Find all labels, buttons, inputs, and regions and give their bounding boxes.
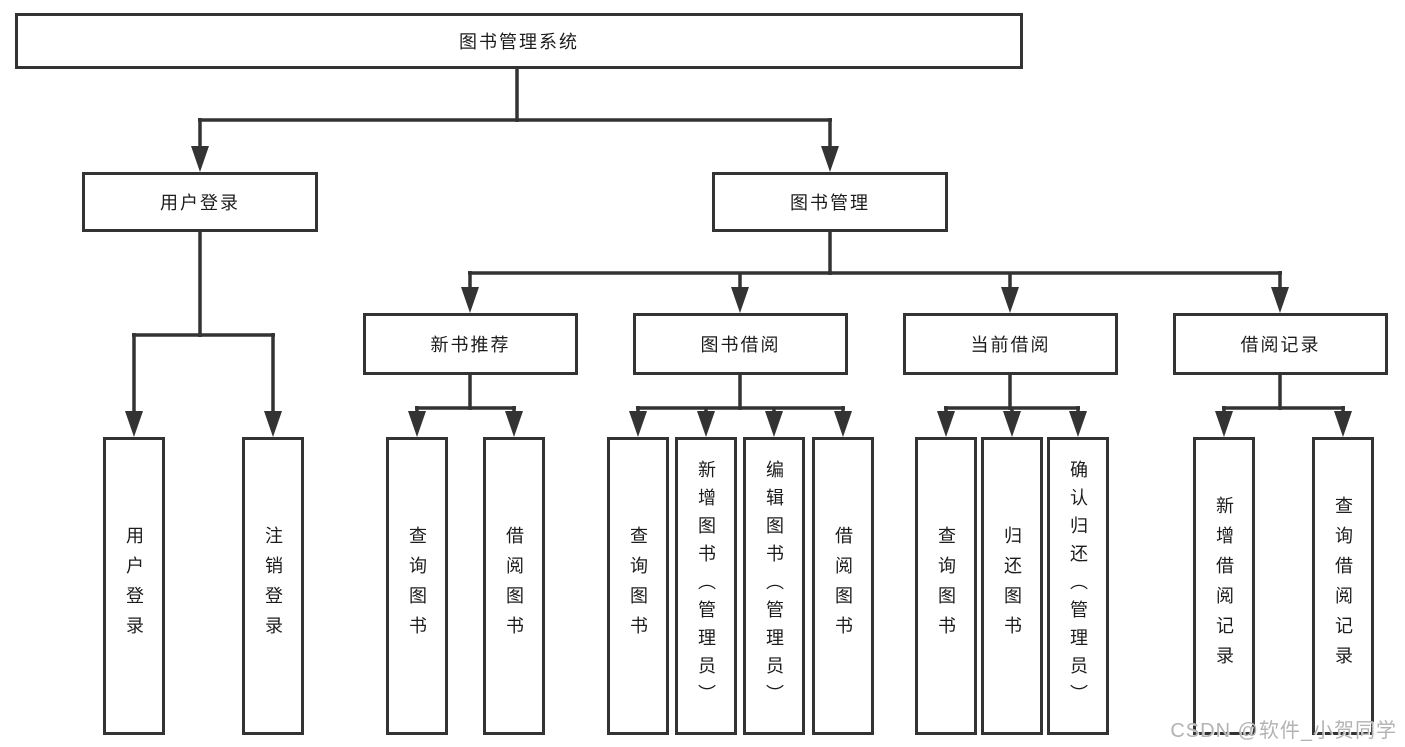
leaf-borrow-books-borrowing-label: 借阅图书 <box>833 526 853 646</box>
leaf-query-books-borrowing: 查询图书 <box>607 437 669 735</box>
node-user-login: 用户登录 <box>82 172 318 232</box>
leaf-add-borrow-record-label: 新增借阅记录 <box>1214 496 1234 676</box>
leaf-query-books-current: 查询图书 <box>915 437 977 735</box>
leaf-return-books: 归还图书 <box>981 437 1043 735</box>
leaf-borrow-books-recommend-label: 借阅图书 <box>504 526 524 646</box>
node-new-book-recommend: 新书推荐 <box>363 313 578 375</box>
leaf-logout-label: 注销登录 <box>263 526 283 646</box>
node-current-borrowing: 当前借阅 <box>903 313 1118 375</box>
leaf-query-books-current-label: 查询图书 <box>936 526 956 646</box>
leaf-query-borrow-record: 查询借阅记录 <box>1312 437 1374 735</box>
leaf-query-books-borrowing-label: 查询图书 <box>628 526 648 646</box>
leaf-edit-book-admin: 编辑图书（管理员） <box>743 437 805 735</box>
node-borrowing-records: 借阅记录 <box>1173 313 1388 375</box>
leaf-borrow-books-borrowing: 借阅图书 <box>812 437 874 735</box>
leaf-query-books-recommend-label: 查询图书 <box>407 526 427 646</box>
leaf-add-book-admin-label: 新增图书（管理员） <box>696 460 716 712</box>
leaf-user-login: 用户登录 <box>103 437 165 735</box>
leaf-borrow-books-recommend: 借阅图书 <box>483 437 545 735</box>
node-library-management-system: 图书管理系统 <box>15 13 1023 69</box>
leaf-return-books-label: 归还图书 <box>1002 526 1022 646</box>
leaf-add-borrow-record: 新增借阅记录 <box>1193 437 1255 735</box>
leaf-confirm-return-admin: 确认归还（管理员） <box>1047 437 1109 735</box>
leaf-query-books-recommend: 查询图书 <box>386 437 448 735</box>
leaf-add-book-admin: 新增图书（管理员） <box>675 437 737 735</box>
node-book-management: 图书管理 <box>712 172 948 232</box>
leaf-logout: 注销登录 <box>242 437 304 735</box>
watermark-csdn: CSDN @软件_小贺同学 <box>1170 720 1397 742</box>
leaf-user-login-label: 用户登录 <box>124 526 144 646</box>
node-book-borrowing: 图书借阅 <box>633 313 848 375</box>
leaf-edit-book-admin-label: 编辑图书（管理员） <box>764 460 784 712</box>
leaf-query-borrow-record-label: 查询借阅记录 <box>1333 496 1353 676</box>
leaf-confirm-return-admin-label: 确认归还（管理员） <box>1068 460 1088 712</box>
